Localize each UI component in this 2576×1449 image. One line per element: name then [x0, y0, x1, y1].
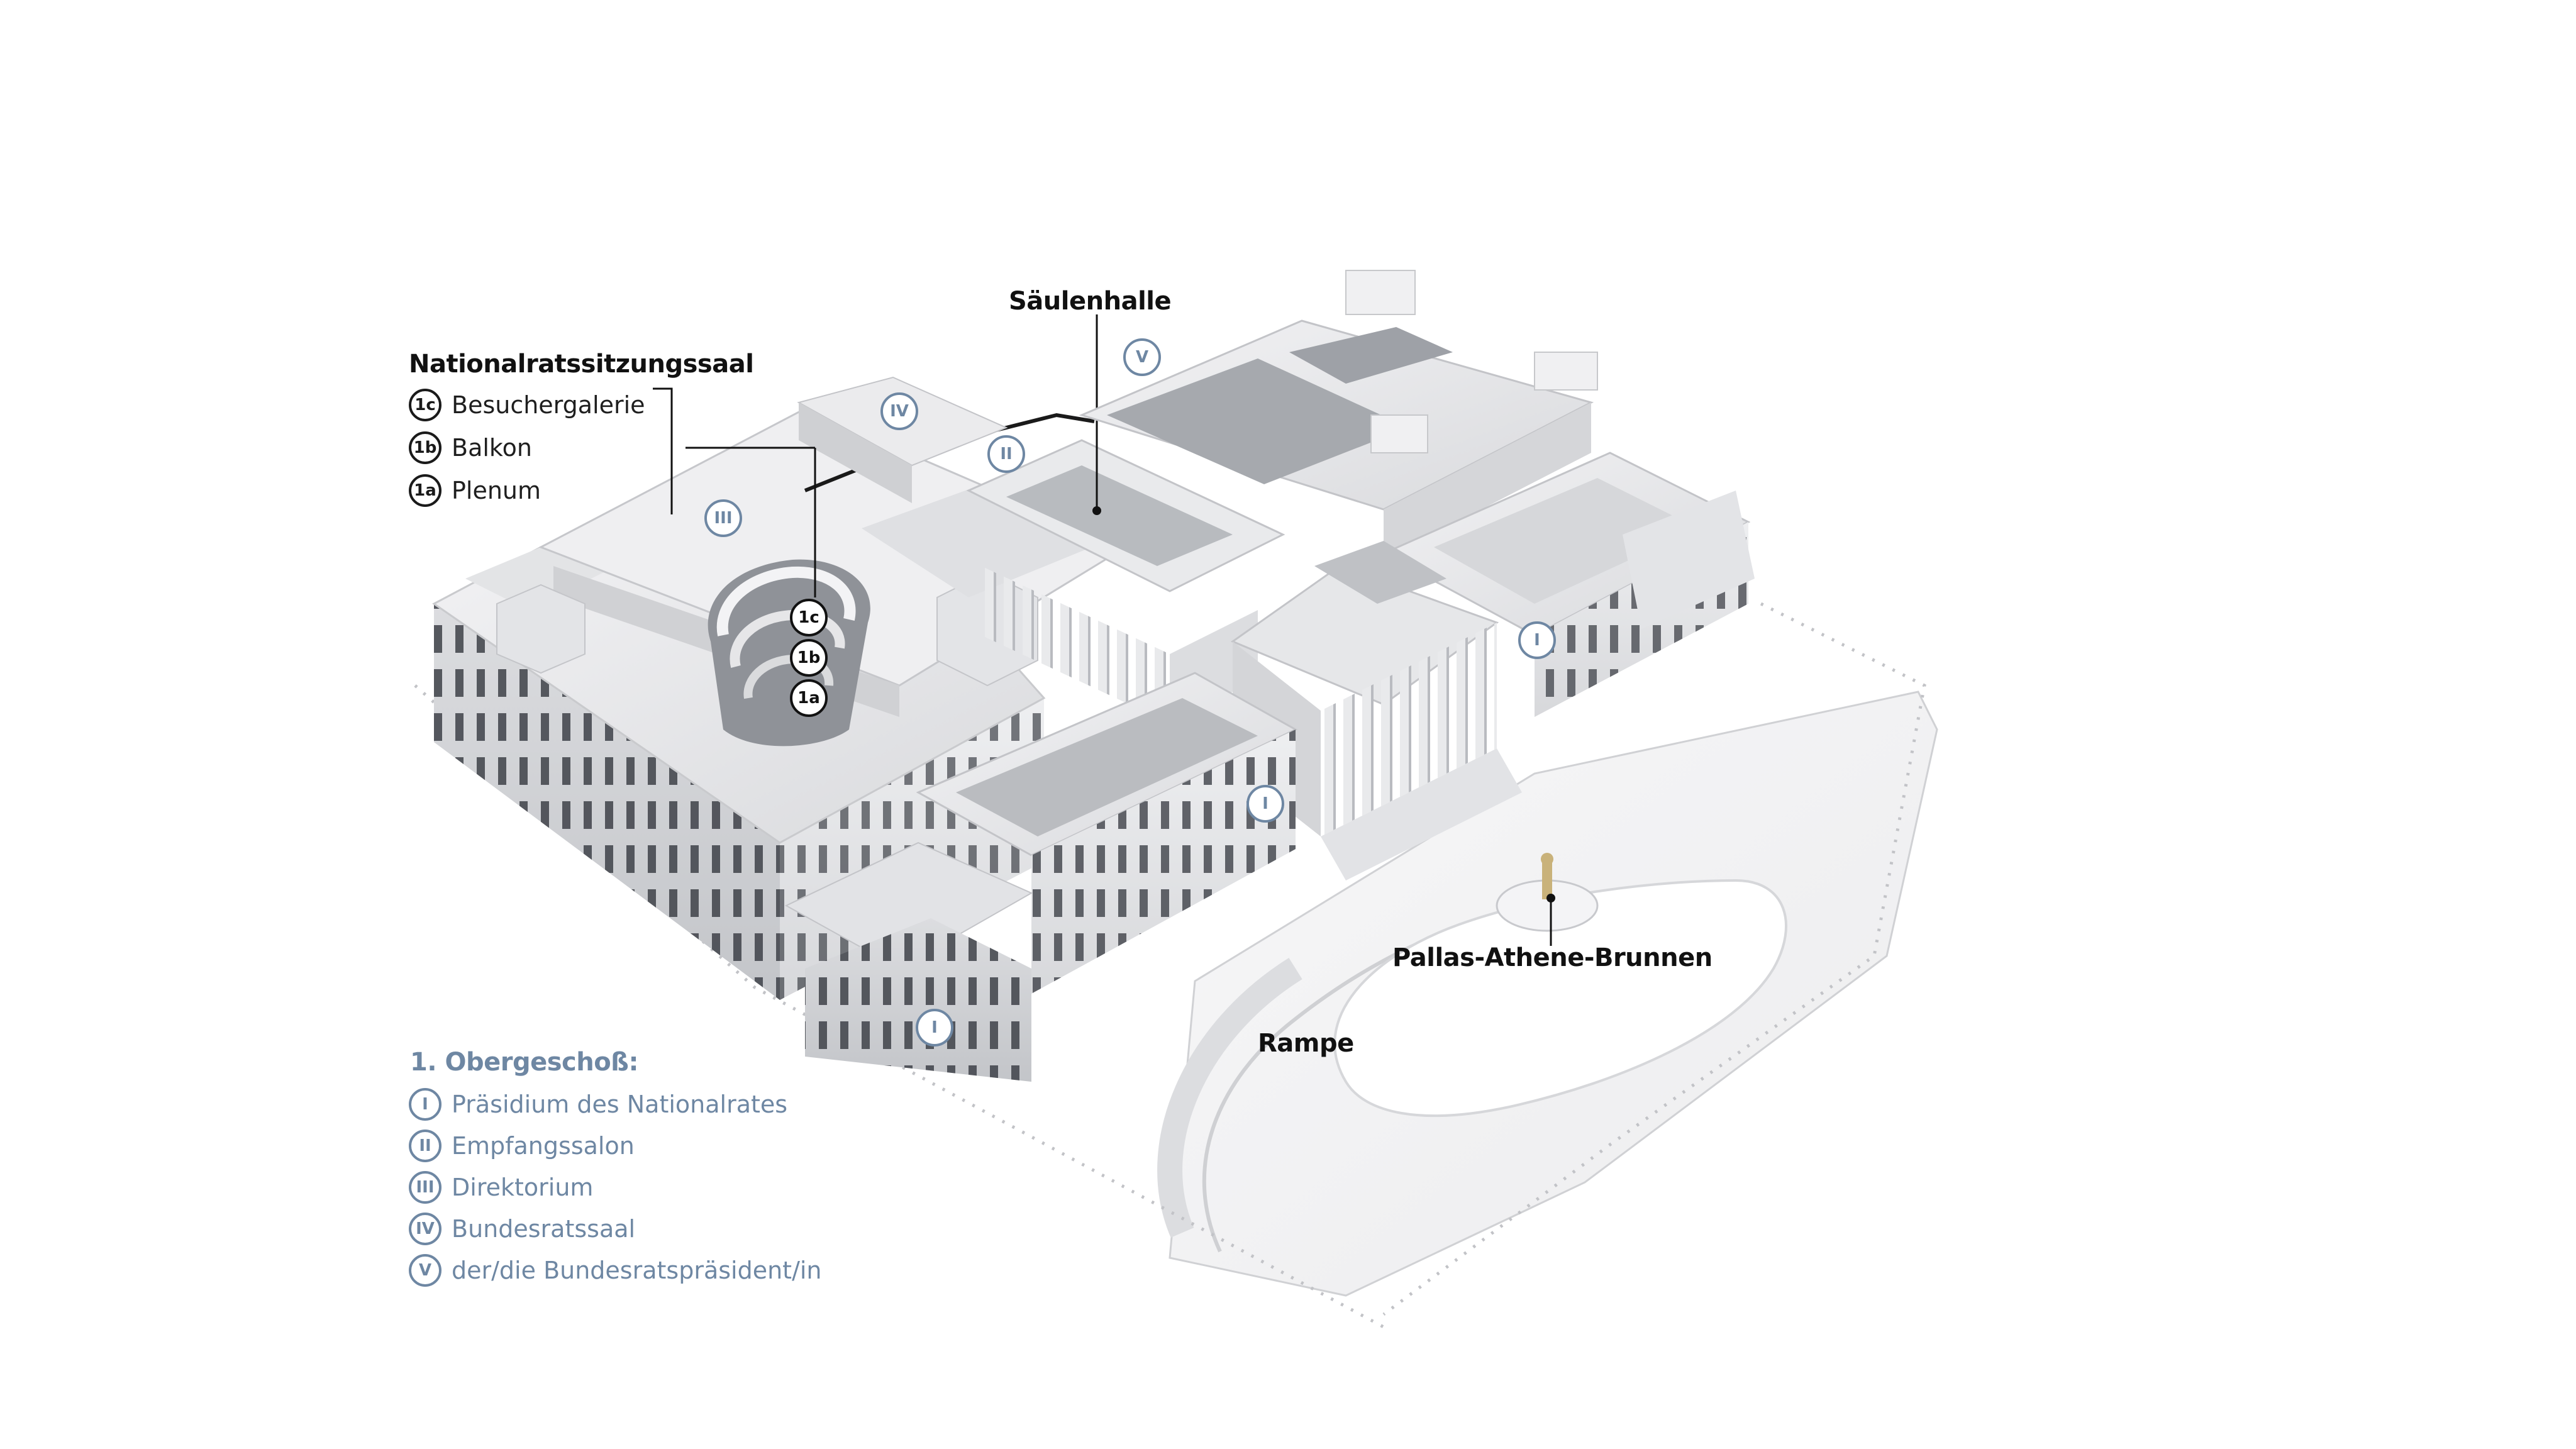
- map-badge-i-west: I: [916, 1009, 953, 1046]
- ground-plaza: [414, 602, 1938, 1329]
- legend-label: der/die Bundesratspräsident/in: [452, 1257, 822, 1284]
- badge-1b: 1b: [409, 431, 441, 464]
- callout-pallas-athene-brunnen: Pallas-Athene-Brunnen: [1392, 943, 1713, 972]
- legend-item-empfangssalon: II Empfangssalon: [409, 1130, 635, 1162]
- map-badge-1b: 1b: [790, 639, 828, 677]
- east-wing: [1381, 452, 1755, 717]
- legend-item-besuchergalerie: 1c Besuchergalerie: [409, 389, 645, 421]
- legend-label: Empfangssalon: [452, 1132, 635, 1160]
- badge-ii: II: [409, 1130, 441, 1162]
- legend-item-direktorium: III Direktorium: [409, 1171, 593, 1204]
- legend-label: Präsidium des Nationalrates: [452, 1091, 788, 1118]
- map-badge-iv: IV: [880, 392, 918, 430]
- legend-label: Direktorium: [452, 1174, 594, 1201]
- leader-lines: [653, 387, 816, 597]
- callout-saeulenhalle: Säulenhalle: [1009, 287, 1172, 316]
- callout-rampe: Rampe: [1258, 1029, 1354, 1058]
- map-badge-1a: 1a: [790, 679, 828, 717]
- legend-label: Bundesratssaal: [452, 1215, 636, 1243]
- legend-label: Balkon: [452, 434, 532, 462]
- badge-iv: IV: [409, 1213, 441, 1245]
- north-block: [797, 270, 1598, 560]
- legend-item-bundesratssaal: IV Bundesratssaal: [409, 1213, 635, 1245]
- badge-iii: III: [409, 1171, 441, 1204]
- badge-1c: 1c: [409, 389, 441, 421]
- south-wing: [784, 672, 1298, 1082]
- map-badge-iii: III: [704, 499, 742, 537]
- floor-title: 1. Obergeschoß:: [410, 1048, 638, 1077]
- map-badge-ii: II: [987, 435, 1025, 473]
- legend-item-praesidium: I Präsidium des Nationalrates: [409, 1088, 787, 1121]
- legend-item-balkon: 1b Balkon: [409, 431, 532, 464]
- map-badge-v: V: [1123, 338, 1161, 376]
- legend-label: Plenum: [452, 477, 541, 504]
- legend-label: Besuchergalerie: [452, 391, 645, 419]
- map-badge-i-south: I: [1246, 785, 1284, 823]
- badge-i: I: [409, 1088, 441, 1121]
- badge-v: V: [409, 1254, 441, 1287]
- badge-1a: 1a: [409, 474, 441, 507]
- legend-item-bundesratspraesident: V der/die Bundesratspräsident/in: [409, 1254, 822, 1287]
- nationalrat-title: Nationalratssitzungssaal: [409, 350, 754, 379]
- legend-item-plenum: 1a Plenum: [409, 474, 541, 507]
- map-badge-1c: 1c: [790, 599, 828, 636]
- map-badge-i-east: I: [1518, 621, 1556, 659]
